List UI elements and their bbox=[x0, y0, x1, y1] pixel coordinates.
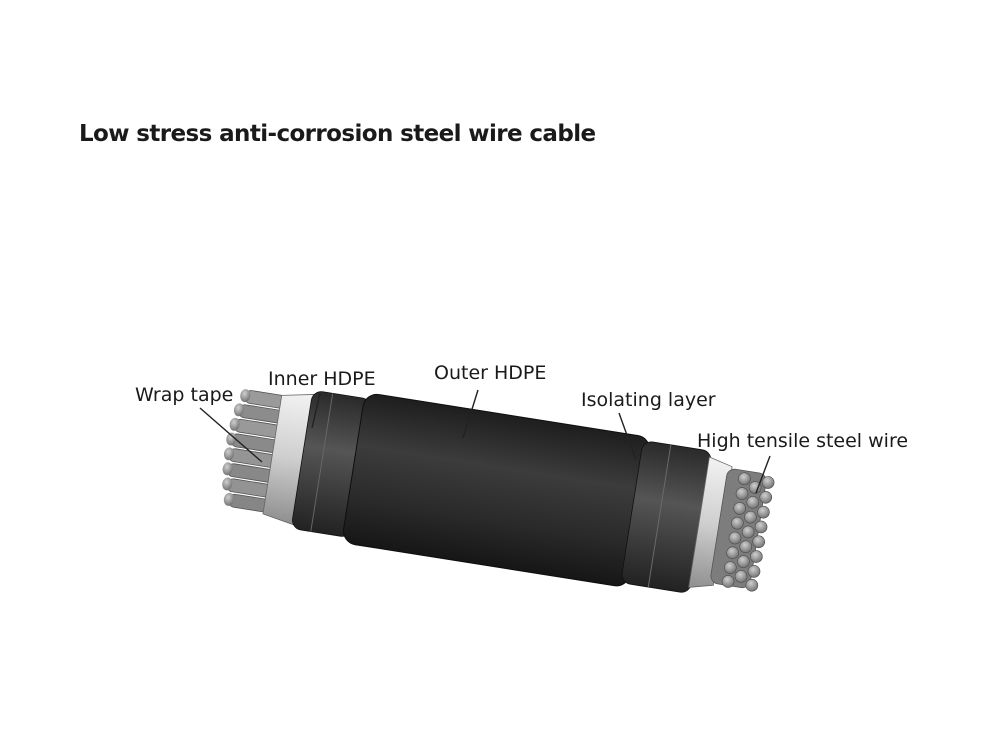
label-wrap-tape: Wrap tape bbox=[135, 384, 233, 406]
right-steel-wires bbox=[710, 468, 775, 592]
leader-inner-hdpe bbox=[311, 392, 321, 429]
label-outer-hdpe: Outer HDPE bbox=[434, 362, 546, 384]
right-wrap-tape bbox=[688, 456, 733, 588]
label-steel-wire: High tensile steel wire bbox=[697, 430, 908, 452]
label-inner-hdpe: Inner HDPE bbox=[268, 368, 376, 390]
label-isolating-layer: Isolating layer bbox=[581, 389, 716, 411]
leader-outer-hdpe bbox=[462, 389, 479, 439]
leader-isolating-layer bbox=[618, 412, 637, 461]
leader-steel-wire bbox=[755, 455, 771, 494]
diagram-title: Low stress anti-corrosion steel wire cab… bbox=[79, 121, 596, 147]
leader-wrap-tape bbox=[199, 407, 263, 463]
outer-hdpe-sheath bbox=[342, 393, 651, 587]
